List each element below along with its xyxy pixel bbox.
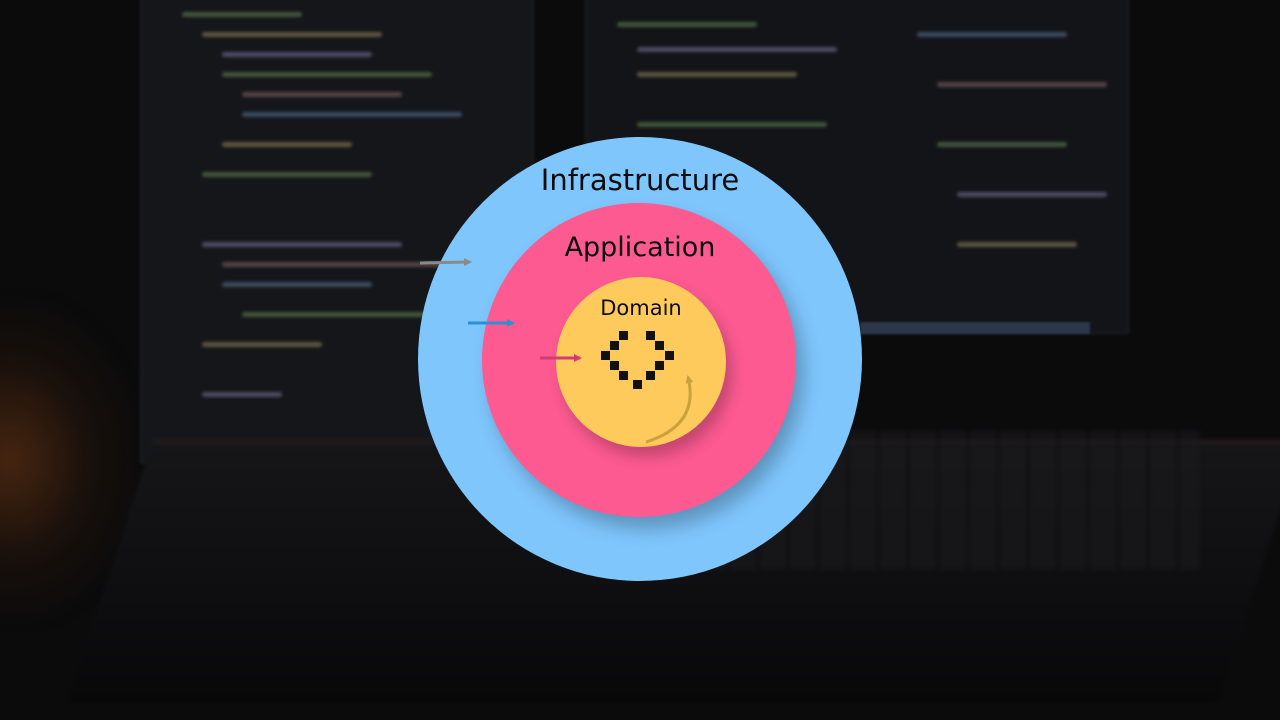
arrow-domain-curve	[646, 377, 690, 442]
arrow-into-infrastructure	[420, 262, 470, 263]
diamond-pixel-icon	[601, 331, 674, 389]
